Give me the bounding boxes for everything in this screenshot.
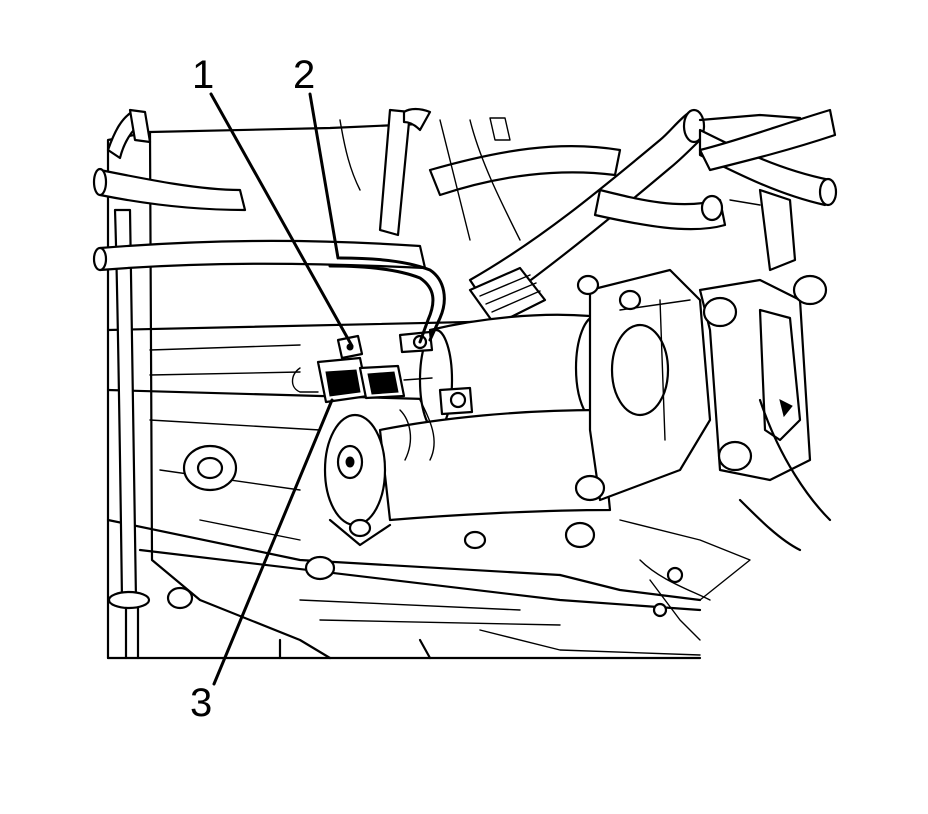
callout-1-leader	[209, 92, 354, 348]
right-brackets	[619, 113, 832, 641]
callout-2-label: 2	[293, 53, 315, 97]
callout-3-label: 3	[190, 681, 212, 725]
starter-motor	[323, 268, 712, 549]
hoses	[92, 107, 838, 327]
wiring	[291, 256, 446, 404]
engine-block	[106, 122, 702, 660]
callout-1-label: 1	[192, 53, 214, 97]
callout-3-leader	[212, 398, 334, 686]
callouts: 1 2 3	[190, 53, 354, 725]
callout-2-leader	[308, 92, 340, 260]
